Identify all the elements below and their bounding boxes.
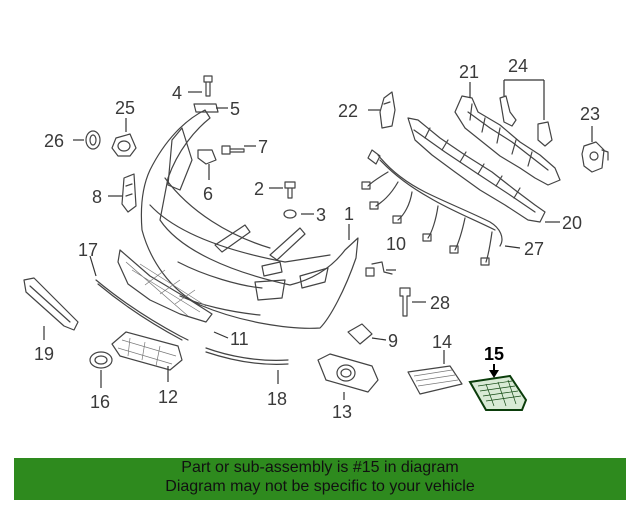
callout-19[interactable]: 19 bbox=[34, 344, 54, 364]
part-4-bolt[interactable] bbox=[203, 75, 213, 97]
part-22-bracket[interactable] bbox=[379, 91, 396, 129]
callout-14[interactable]: 14 bbox=[432, 332, 452, 352]
part-5-clip[interactable] bbox=[193, 103, 219, 113]
callout-8[interactable]: 8 bbox=[92, 187, 102, 207]
callout-11[interactable]: 11 bbox=[230, 329, 249, 349]
callout-9[interactable]: 9 bbox=[388, 331, 398, 351]
callout-24[interactable]: 24 bbox=[508, 56, 528, 76]
callout-18[interactable]: 18 bbox=[267, 389, 287, 409]
part-1-bumper-cover[interactable] bbox=[140, 109, 359, 329]
callout-13[interactable]: 13 bbox=[332, 402, 352, 422]
callout-26[interactable]: 26 bbox=[44, 131, 64, 151]
callout-22[interactable]: 22 bbox=[338, 101, 358, 121]
part-2-screw[interactable] bbox=[284, 181, 296, 199]
callout-numbers: 1 2 3 4 5 6 7 8 9 10 11 12 13 14 15 16 1… bbox=[34, 56, 600, 422]
callout-7[interactable]: 7 bbox=[258, 137, 268, 157]
part-6-clip[interactable] bbox=[197, 149, 217, 165]
part-11-grille[interactable] bbox=[117, 249, 213, 323]
part-10-harness[interactable] bbox=[365, 261, 393, 277]
part-14-grille-insert[interactable] bbox=[407, 365, 463, 395]
part-17-moulding[interactable] bbox=[95, 279, 189, 341]
callout-2[interactable]: 2 bbox=[254, 179, 264, 199]
part-28-clip[interactable] bbox=[399, 287, 411, 317]
callout-12[interactable]: 12 bbox=[158, 387, 178, 407]
part-8-bracket[interactable] bbox=[121, 173, 137, 213]
part-24-brackets[interactable] bbox=[499, 95, 553, 147]
callout-5[interactable]: 5 bbox=[230, 99, 240, 119]
callout-4[interactable]: 4 bbox=[172, 83, 182, 103]
callout-28[interactable]: 28 bbox=[430, 293, 450, 313]
callout-16[interactable]: 16 bbox=[90, 392, 110, 412]
part-21-impact-absorber[interactable] bbox=[454, 95, 561, 186]
callout-25[interactable]: 25 bbox=[115, 98, 135, 118]
part-19-trim-strip[interactable] bbox=[23, 277, 79, 331]
part-3-washer[interactable] bbox=[283, 209, 297, 219]
part-27-wiring-harness[interactable] bbox=[361, 149, 503, 266]
info-banner: Part or sub-assembly is #15 in diagram D… bbox=[14, 458, 626, 500]
part-12-fog-grille[interactable] bbox=[111, 331, 183, 371]
callout-21[interactable]: 21 bbox=[459, 62, 479, 82]
callout-6[interactable]: 6 bbox=[203, 184, 213, 204]
part-23-sensor-bracket[interactable] bbox=[581, 141, 609, 173]
callout-3[interactable]: 3 bbox=[316, 205, 326, 225]
part-7-screw[interactable] bbox=[221, 145, 245, 155]
part-15-grille-insert-highlighted[interactable] bbox=[468, 374, 528, 411]
banner-line-disclaimer: Diagram may not be specific to your vehi… bbox=[165, 478, 475, 495]
part-26-sensor-ring[interactable] bbox=[85, 130, 101, 150]
callout-27[interactable]: 27 bbox=[524, 239, 544, 259]
part-18-lower-moulding[interactable] bbox=[205, 347, 289, 365]
callout-20[interactable]: 20 bbox=[562, 213, 582, 233]
part-13-fog-lamp-trim[interactable] bbox=[317, 353, 379, 393]
part-16-ring[interactable] bbox=[89, 351, 113, 369]
banner-line-part: Part or sub-assembly is #15 in diagram bbox=[181, 459, 459, 476]
callout-1[interactable]: 1 bbox=[344, 204, 354, 224]
callout-23[interactable]: 23 bbox=[580, 104, 600, 124]
part-20-reinforcement[interactable] bbox=[407, 117, 546, 223]
leader-lines bbox=[43, 79, 593, 400]
callout-15[interactable]: 15 bbox=[484, 344, 504, 364]
part-9-cover-cap[interactable] bbox=[347, 323, 373, 345]
callout-10[interactable]: 10 bbox=[386, 234, 406, 254]
part-25-parking-sensor[interactable] bbox=[111, 133, 137, 157]
callout-17[interactable]: 17 bbox=[78, 240, 98, 260]
